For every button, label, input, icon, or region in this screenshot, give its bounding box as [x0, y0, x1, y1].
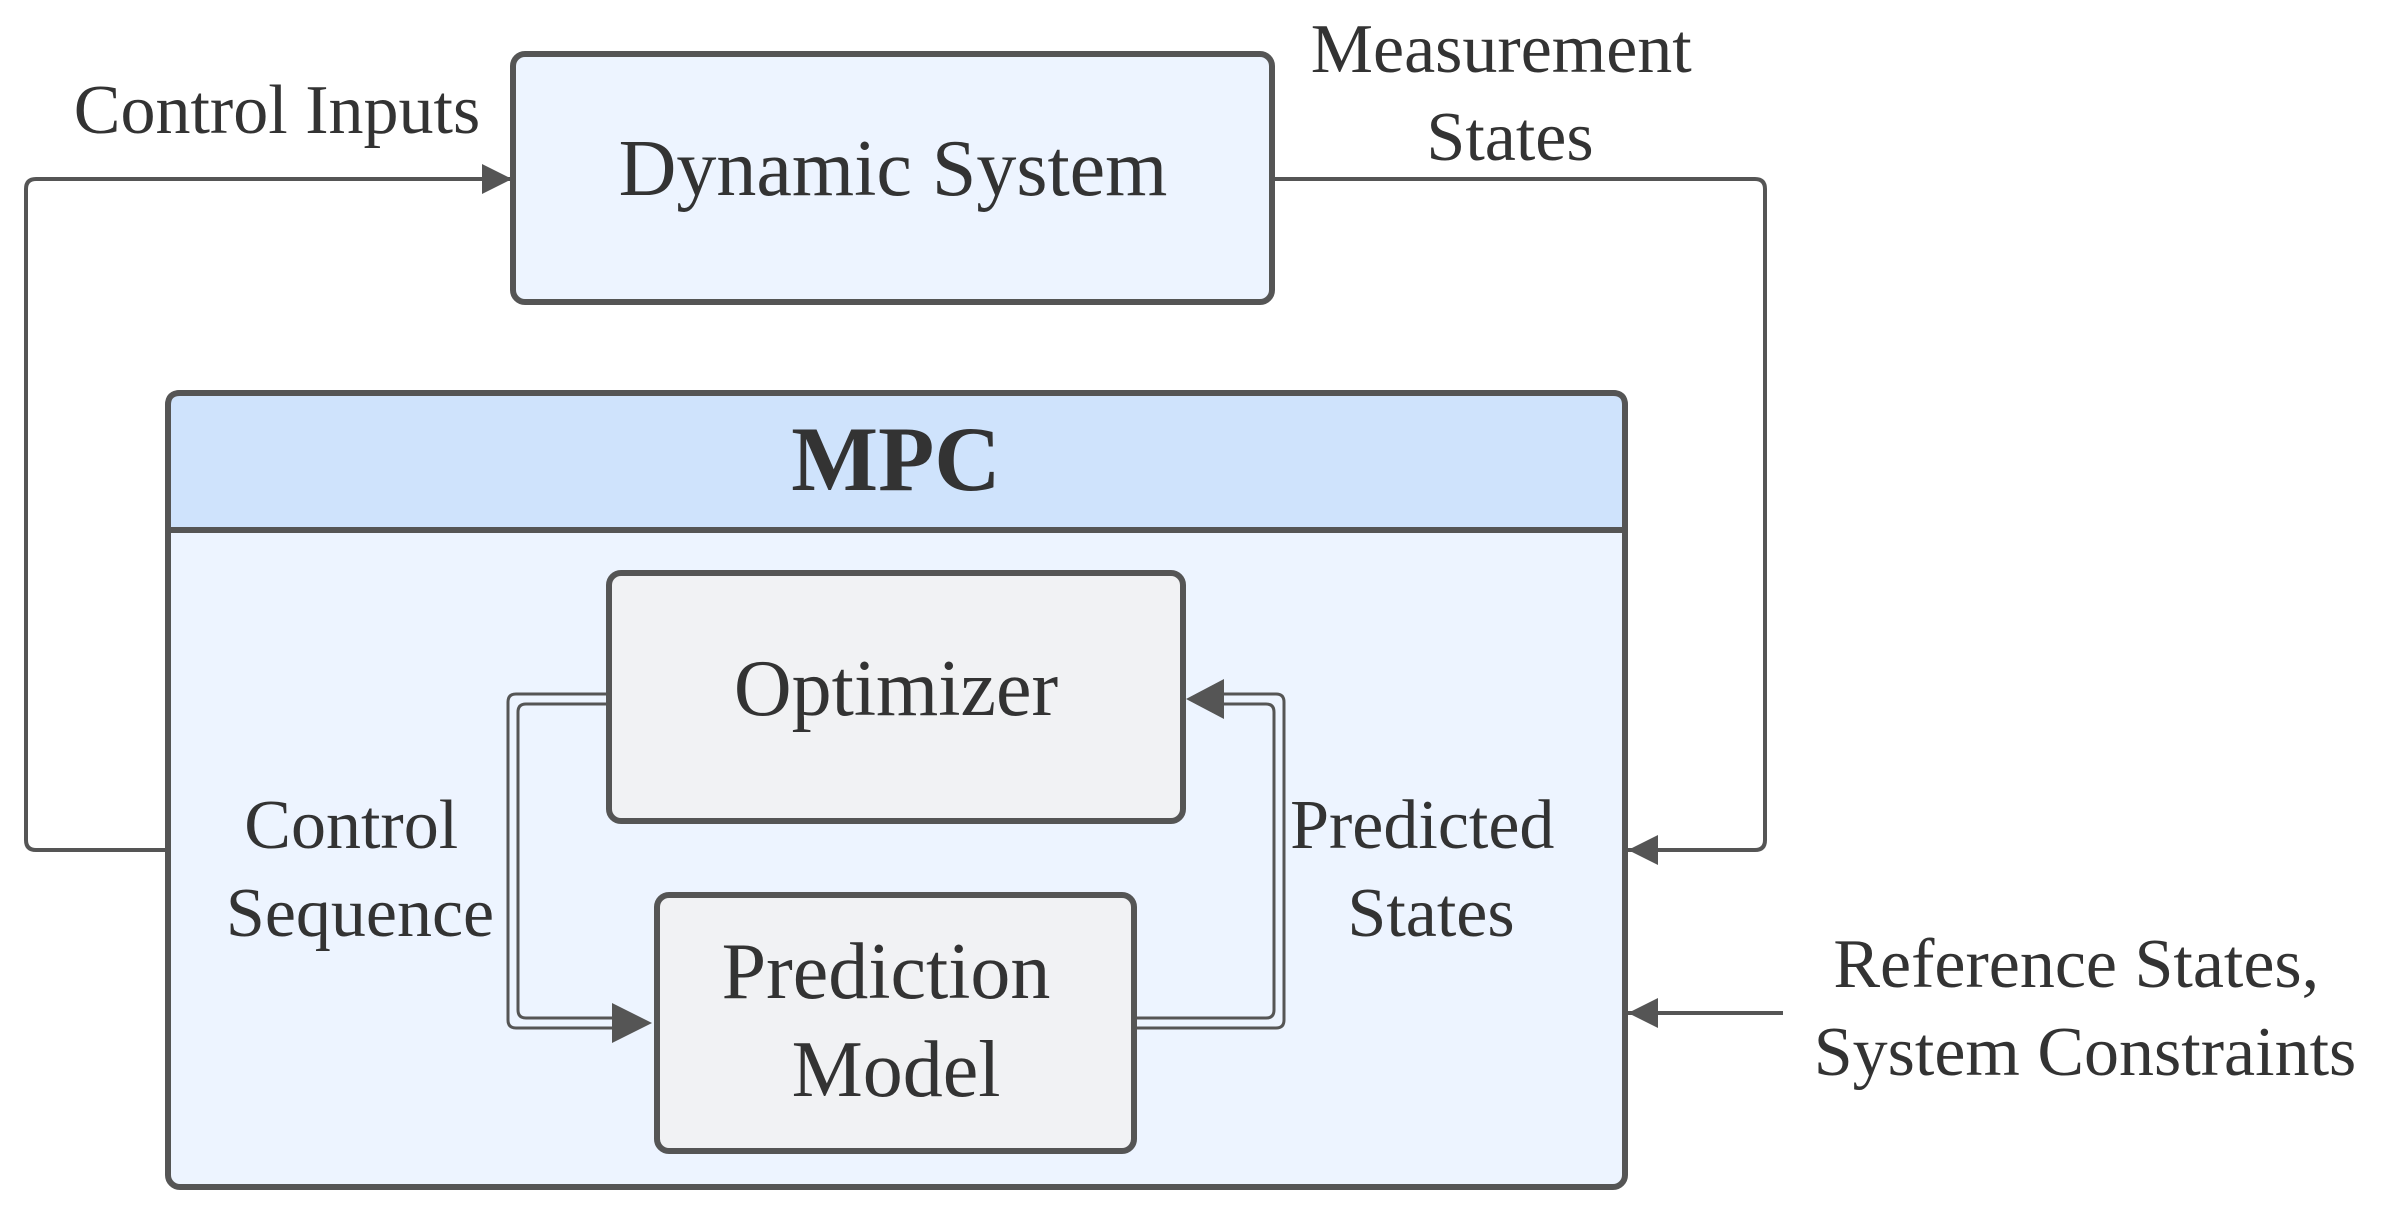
predicted-states-line-1: Predicted	[1290, 787, 1554, 864]
dynamic-system-title: Dynamic System	[619, 125, 1168, 213]
control-sequence-line-2: Sequence	[226, 875, 494, 952]
predicted-states-connector	[1137, 679, 1286, 1030]
control-sequence-connector	[506, 692, 652, 1043]
mpc-title: MPC	[791, 408, 1000, 510]
control-sequence-label: Control Sequence	[226, 787, 494, 952]
optimizer-title: Optimizer	[734, 645, 1058, 733]
measurement-states-line-2: States	[1426, 99, 1593, 176]
predicted-states-line-2: States	[1347, 875, 1514, 952]
measurement-states-connector	[1273, 177, 1767, 865]
mpc-header	[165, 390, 1628, 533]
measurement-states-label: Measurement States	[1311, 11, 1709, 176]
reference-states-line-1: Reference States,	[1833, 926, 2319, 1003]
prediction-model-line-2: Model	[792, 1026, 1001, 1114]
control-inputs-connector	[24, 164, 512, 852]
reference-states-label: Reference States, System Constraints	[1814, 926, 2357, 1091]
predicted-states-label: Predicted States	[1290, 787, 1572, 952]
optimizer-block: Optimizer	[606, 570, 1186, 824]
dynamic-system-block: Dynamic System	[510, 51, 1275, 305]
prediction-model-line-1: Prediction	[722, 928, 1051, 1016]
measurement-states-line-1: Measurement	[1311, 11, 1693, 88]
prediction-model-block: Prediction Model	[654, 892, 1137, 1154]
reference-states-line-2: System Constraints	[1814, 1014, 2357, 1091]
control-sequence-line-1: Control	[244, 787, 458, 864]
prediction-model-title: Prediction Model	[722, 928, 1071, 1114]
control-inputs-label: Control Inputs	[74, 72, 480, 149]
